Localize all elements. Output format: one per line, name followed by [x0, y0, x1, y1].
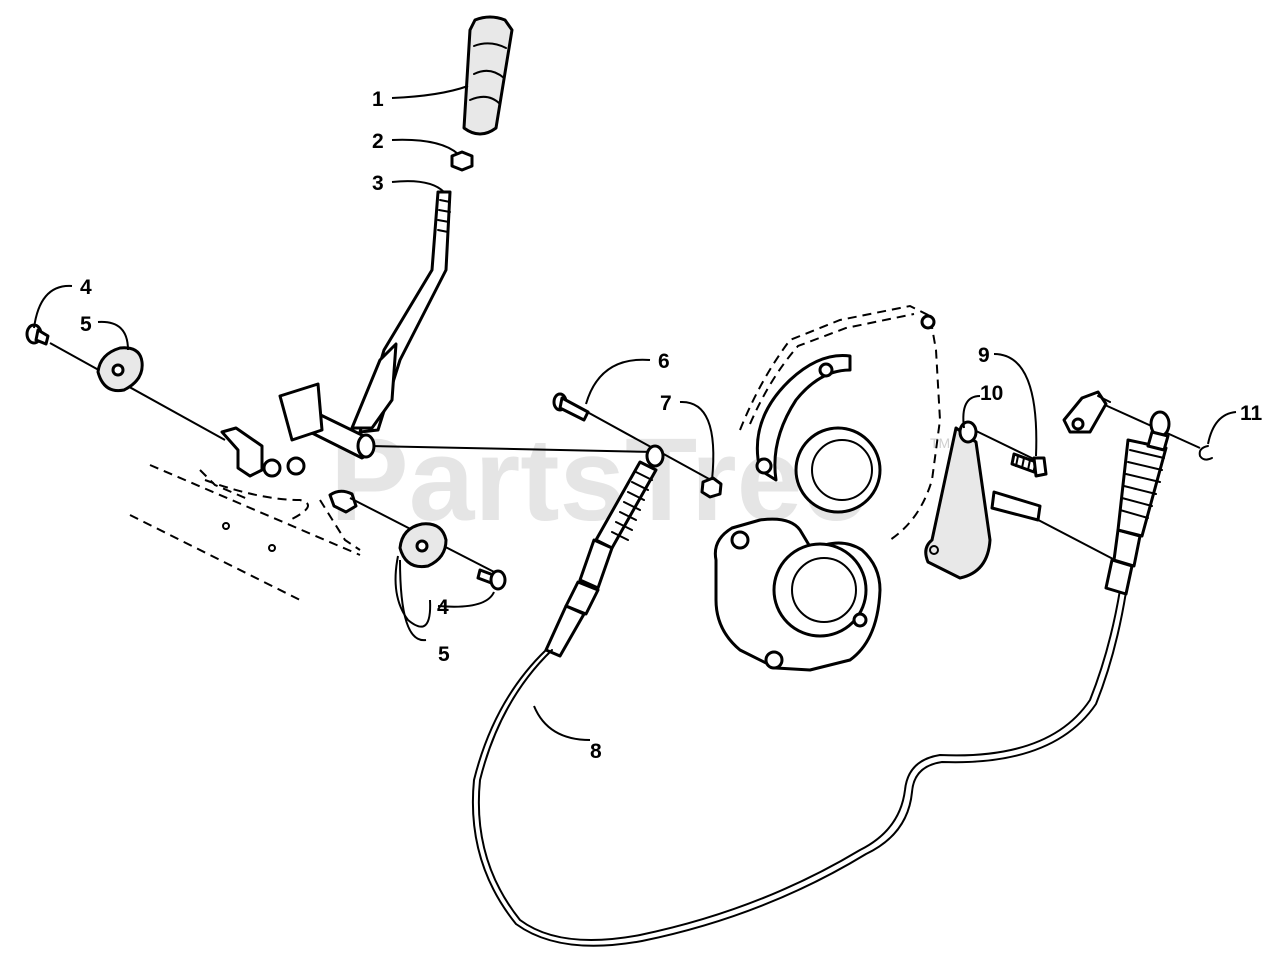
frame-bracket — [129, 426, 361, 601]
callout-7: 7 — [660, 392, 672, 415]
callout-5-upper: 5 — [80, 313, 92, 336]
callout-3: 3 — [372, 172, 384, 195]
callout-1: 1 — [372, 88, 384, 111]
callout-5-lower: 5 — [438, 643, 450, 666]
bushing-plate-upper — [96, 346, 144, 393]
lock-nut — [700, 476, 723, 499]
bushing-plate-lower — [398, 522, 448, 569]
cable-end-fitting — [1062, 390, 1111, 434]
leader-lines — [33, 85, 1237, 741]
screw-upper — [25, 323, 50, 346]
callout-2: 2 — [372, 130, 384, 153]
callout-10: 10 — [980, 382, 1003, 405]
shift-arm — [924, 420, 1042, 580]
callout-8: 8 — [590, 740, 602, 763]
shift-lever — [278, 190, 452, 460]
callout-labels: 1 2 3 4 5 4 5 6 7 8 9 10 11 — [80, 88, 1263, 763]
jam-nut — [450, 150, 474, 172]
callout-4-upper: 4 — [80, 276, 92, 299]
screw-lower — [476, 568, 507, 591]
watermark-trademark: TM — [930, 435, 950, 451]
shoulder-bolt — [1010, 452, 1048, 478]
carriage-bolt — [552, 392, 590, 422]
callout-9: 9 — [978, 344, 990, 367]
callout-4-lower: 4 — [437, 596, 449, 619]
shift-cable — [471, 410, 1171, 947]
shift-knob — [462, 15, 514, 136]
transmission-housing — [713, 304, 942, 672]
callout-11: 11 — [1240, 402, 1263, 425]
e-clip — [1198, 445, 1213, 461]
callout-6: 6 — [658, 350, 670, 373]
